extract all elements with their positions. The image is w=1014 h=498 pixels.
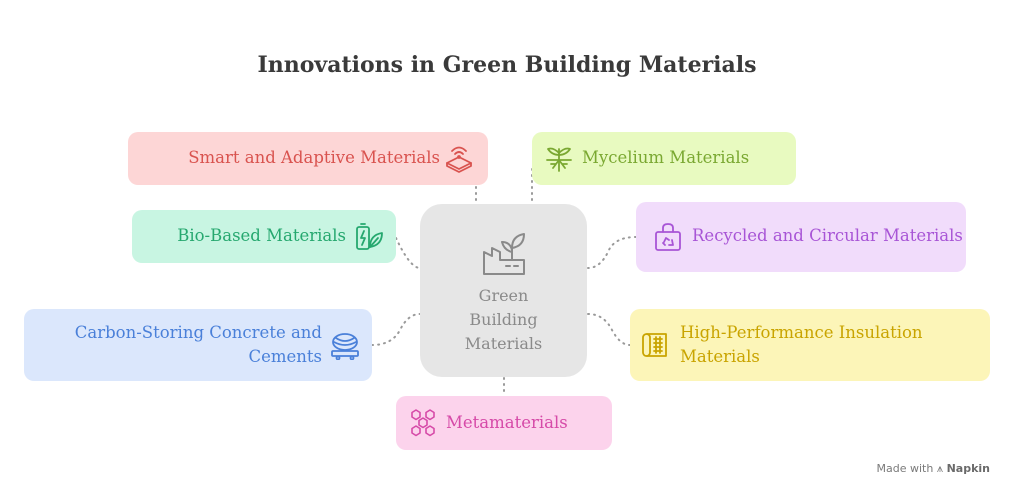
napkin-logo-icon: ⩚ — [936, 462, 944, 475]
node-recycled-label: Recycled and Circular Materials — [692, 226, 963, 245]
insulation-roll-icon — [642, 333, 667, 357]
center-node: Green Building Materials — [420, 204, 587, 377]
node-mycelium: Mycelium Materials — [532, 132, 796, 185]
node-bio-based: Bio-Based Materials — [132, 210, 396, 263]
node-carbon-label-line-2: Cements — [248, 347, 322, 366]
connector-bio — [395, 237, 421, 269]
lattice-structure-icon — [411, 409, 435, 437]
connector-carbon — [371, 313, 421, 346]
recycle-bag-icon — [655, 223, 681, 251]
eco-battery-icon — [356, 223, 383, 250]
footer-made-with: Made with — [876, 462, 934, 475]
node-carbon-label-line-1: Carbon-Storing Concrete and — [74, 323, 322, 342]
center-label-line-3: Materials — [464, 334, 543, 353]
center-label-line-1: Green — [478, 286, 529, 305]
node-mycelium-label: Mycelium Materials — [582, 148, 750, 167]
connector-recycled — [587, 236, 637, 269]
footer-brand: Napkin — [946, 462, 990, 475]
node-carbon-concrete: Carbon-Storing Concrete and Cements — [24, 309, 372, 381]
center-label-line-2: Building — [469, 310, 538, 329]
node-smart-adaptive: Smart and Adaptive Materials — [128, 132, 488, 185]
page-title: Innovations in Green Building Materials — [257, 52, 757, 78]
node-metamaterials: Metamaterials — [396, 396, 612, 450]
connector-insulation — [587, 313, 631, 346]
node-insulation-label-line-2: Materials — [680, 347, 760, 366]
node-carbon-label: Carbon-Storing Concrete and Cements — [75, 321, 322, 369]
node-smart-label: Smart and Adaptive Materials — [188, 148, 440, 167]
node-insulation-label-line-1: High-Performance Insulation — [680, 323, 923, 342]
node-meta-label: Metamaterials — [446, 413, 568, 432]
node-bio-label: Bio-Based Materials — [177, 226, 346, 245]
factory-plant-icon — [483, 233, 525, 275]
node-recycled-circular: Recycled and Circular Materials — [636, 202, 966, 272]
sprout-roots-icon — [546, 147, 572, 172]
smart-surface-icon — [446, 146, 472, 173]
node-insulation-label: High-Performance Insulation Materials — [680, 321, 923, 369]
node-insulation: High-Performance Insulation Materials — [630, 309, 990, 381]
footer-credit: Made with ⩚ Napkin — [877, 462, 990, 476]
cement-mixer-icon — [331, 333, 359, 360]
